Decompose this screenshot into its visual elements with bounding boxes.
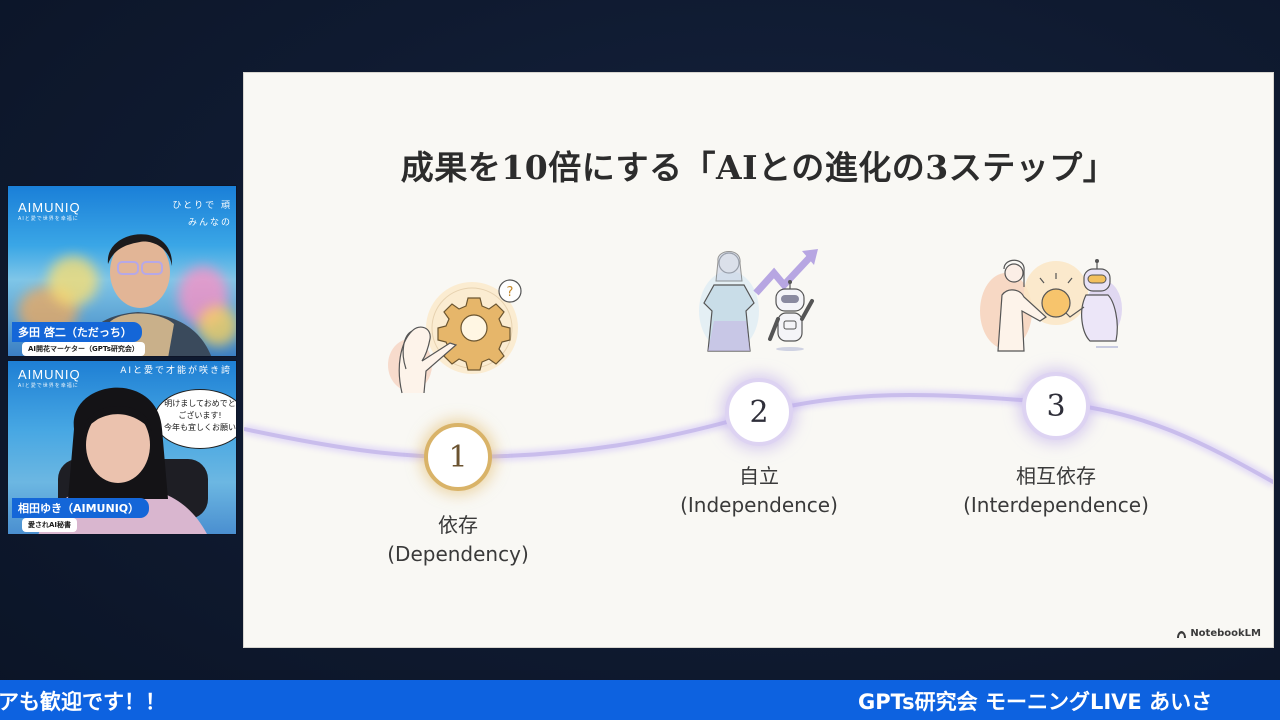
step-3-label-ja: 相互依存 — [1016, 464, 1096, 488]
step-2-label-ja: 自立 — [739, 464, 779, 488]
woman-gear-question-icon: ? — [388, 279, 522, 394]
participant-name-tag: 相田ゆき（AIMUNIQ） — [12, 498, 150, 518]
step-3-marker: 3 — [1022, 372, 1090, 440]
step-2-marker: 2 — [725, 378, 793, 446]
notebooklm-label: NotebookLM — [1190, 628, 1261, 639]
aimuniq-logo: AIMUNIQ AIと愛で世界を幸福に — [18, 200, 81, 222]
step-3-label: 相互依存 (Interdependence) — [926, 462, 1186, 520]
step-1-label: 依存 (Dependency) — [328, 511, 588, 569]
camera-tagline: ひとりで 頑 みんなの — [172, 201, 232, 228]
presentation-slide: 成果を10倍にする「AIとの進化の3ステップ」 ? — [243, 72, 1274, 648]
step-1-marker: 1 — [424, 423, 492, 491]
aimuniq-logo: AIMUNIQ AIと愛で世界を幸福に — [18, 367, 81, 389]
scrolling-ticker: アも歓迎です！！ GPTs研究会 モーニングLIVE あいさ — [0, 680, 1280, 720]
step-2-number: 2 — [749, 394, 769, 430]
participant-role-tag: AI開花マーケター（GPTs研究会） — [22, 342, 145, 356]
step-3-number: 3 — [1046, 388, 1066, 424]
slide-title: 成果を10倍にする「AIとの進化の3ステップ」 — [400, 148, 1117, 187]
step-1-number: 1 — [448, 439, 468, 475]
participant-role-tag: 愛されAI秘書 — [22, 518, 78, 532]
camera-feed-aida: AIMUNIQ AIと愛で世界を幸福に AIと愛で才能が咲き誇 明けましておめで… — [7, 360, 237, 535]
step-1-label-ja: 依存 — [438, 513, 478, 537]
step-1-label-en: (Dependency) — [387, 542, 529, 566]
woman-robot-light-orb-icon — [980, 259, 1122, 352]
participant-name-tag: 多田 啓二（ただっち） — [12, 322, 142, 342]
notebooklm-logo-icon — [1177, 630, 1187, 638]
speech-bubble: 明けましておめでと ございます! 今年も宜しくお願い — [154, 389, 236, 449]
woman-robot-arrow-up-icon — [699, 249, 818, 352]
camera-feed-tada: AIMUNIQ AIと愛で世界を幸福に ひとりで 頑 みんなの 多田 啓二（ただ… — [7, 185, 237, 357]
svg-text:?: ? — [507, 285, 514, 300]
notebooklm-watermark: NotebookLM — [1176, 628, 1261, 639]
step-2-label: 自立 (Independence) — [629, 462, 889, 520]
ticker-text-left: アも歓迎です！！ — [0, 690, 166, 714]
step-3-label-en: (Interdependence) — [963, 493, 1149, 517]
camera-tagline: AIと愛で才能が咲き誇 — [120, 366, 232, 376]
ticker-text-right: GPTs研究会 モーニングLIVE あいさ — [858, 690, 1213, 714]
step-2-label-en: (Independence) — [680, 493, 838, 517]
